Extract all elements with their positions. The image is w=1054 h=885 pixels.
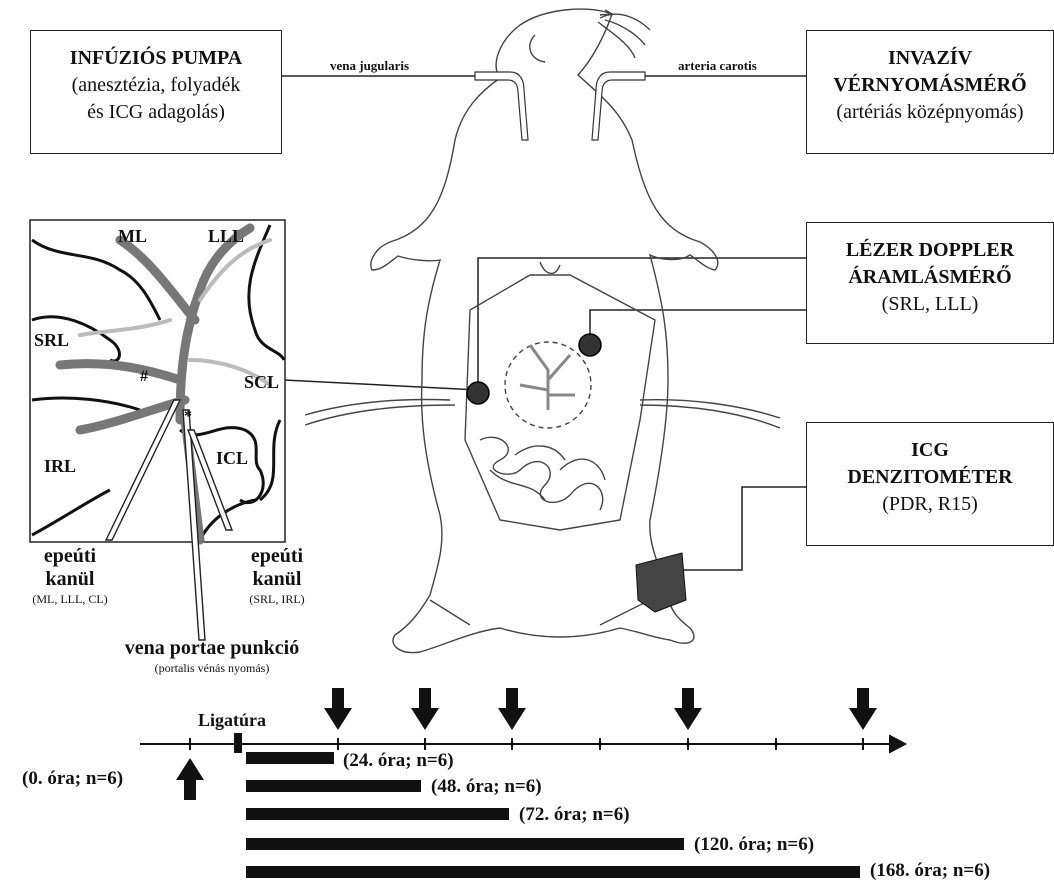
arteria-carotis-label: arteria carotis (678, 58, 757, 74)
lobe-irl-label: IRL (44, 456, 76, 477)
arrow-down-168h (849, 688, 877, 730)
cannula-left-sub: (ML, LLL, CL) (10, 591, 130, 607)
connector-lines (282, 76, 806, 570)
lobe-ml-label: ML (118, 226, 147, 247)
blood-pressure-title1: INVAZÍV (807, 45, 1053, 72)
cannula-right-sub: (SRL, IRL) (222, 591, 332, 607)
timeline-axis (140, 734, 905, 752)
lobe-lll-label: LLL (208, 226, 244, 247)
icg-densitometer-box: ICG DENZITOMÉTER (PDR, R15) (806, 422, 1054, 546)
bar-72h (246, 808, 509, 820)
bar-120h (246, 838, 684, 850)
icg-title1: ICG (807, 437, 1053, 464)
bar-168h (246, 866, 860, 878)
infusion-pump-line2: és ICG adagolás) (31, 99, 281, 126)
blood-pressure-title2: VÉRNYOMÁSMÉRŐ (807, 72, 1053, 99)
icg-clip-sensor (636, 553, 686, 612)
laser-doppler-sub: (SRL, LLL) (807, 291, 1053, 318)
blood-pressure-box: INVAZÍV VÉRNYOMÁSMÉRŐ (artériás középnyo… (806, 30, 1054, 154)
arrow-down-24h (324, 688, 352, 730)
laser-doppler-box: LÉZER DOPPLER ÁRAMLÁSMÉRŐ (SRL, LLL) (806, 222, 1054, 344)
icg-sub: (PDR, R15) (807, 491, 1053, 518)
cannula-left-l1: epeúti (10, 545, 130, 568)
group-120h-label: (120. óra; n=6) (694, 834, 814, 856)
doppler-probe-right (579, 334, 601, 356)
cannula-left-l2: kanül (10, 568, 130, 591)
group-24h-label: (24. óra; n=6) (343, 750, 454, 772)
bar-24h (246, 752, 334, 764)
infusion-pump-box: INFÚZIÓS PUMPA (anesztézia, folyadék és … (30, 30, 282, 154)
laser-doppler-title2: ÁRAMLÁSMÉRŐ (807, 264, 1053, 291)
cannula-right-caption: epeúti kanül (SRL, IRL) (222, 545, 332, 607)
cannula-right-l2: kanül (222, 568, 332, 591)
icg-title2: DENZITOMÉTER (807, 464, 1053, 491)
cannula-left-caption: epeúti kanül (ML, LLL, CL) (10, 545, 130, 607)
arrow-down-48h (411, 688, 439, 730)
arrow-down-120h (674, 688, 702, 730)
infusion-pump-title: INFÚZIÓS PUMPA (31, 45, 281, 72)
cannula-right-l1: epeúti (222, 545, 332, 568)
portal-puncture-caption: vena portae punkció (portalis vénás nyom… (92, 637, 332, 676)
portal-puncture-title: vena portae punkció (92, 637, 332, 660)
ligature-label: Ligatúra (198, 710, 266, 731)
group-48h-label: (48. óra; n=6) (431, 776, 542, 798)
hash-mark: # (140, 368, 148, 386)
rat-illustration (305, 9, 780, 653)
lobe-srl-label: SRL (34, 330, 69, 351)
blood-pressure-sub: (artériás középnyomás) (807, 99, 1053, 126)
vena-jugularis-label: vena jugularis (330, 58, 409, 74)
arrow-down-72h (498, 688, 526, 730)
lobe-scl-label: SCL (244, 372, 279, 393)
lobe-icl-label: ICL (216, 448, 248, 469)
infusion-pump-line1: (anesztézia, folyadék (31, 72, 281, 99)
liver-vessels (520, 345, 575, 410)
doppler-probe-left (467, 382, 489, 404)
bar-48h (246, 780, 421, 792)
arrow-up-0h (176, 758, 204, 800)
group-168h-label: (168. óra; n=6) (870, 860, 990, 882)
group-72h-label: (72. óra; n=6) (519, 804, 630, 826)
neck-cannulas (475, 72, 645, 140)
portal-puncture-sub: (portalis vénás nyomás) (92, 660, 332, 676)
baseline-group-label: (0. óra; n=6) (22, 768, 123, 790)
laser-doppler-title1: LÉZER DOPPLER (807, 237, 1053, 264)
star-mark: * (184, 408, 192, 426)
